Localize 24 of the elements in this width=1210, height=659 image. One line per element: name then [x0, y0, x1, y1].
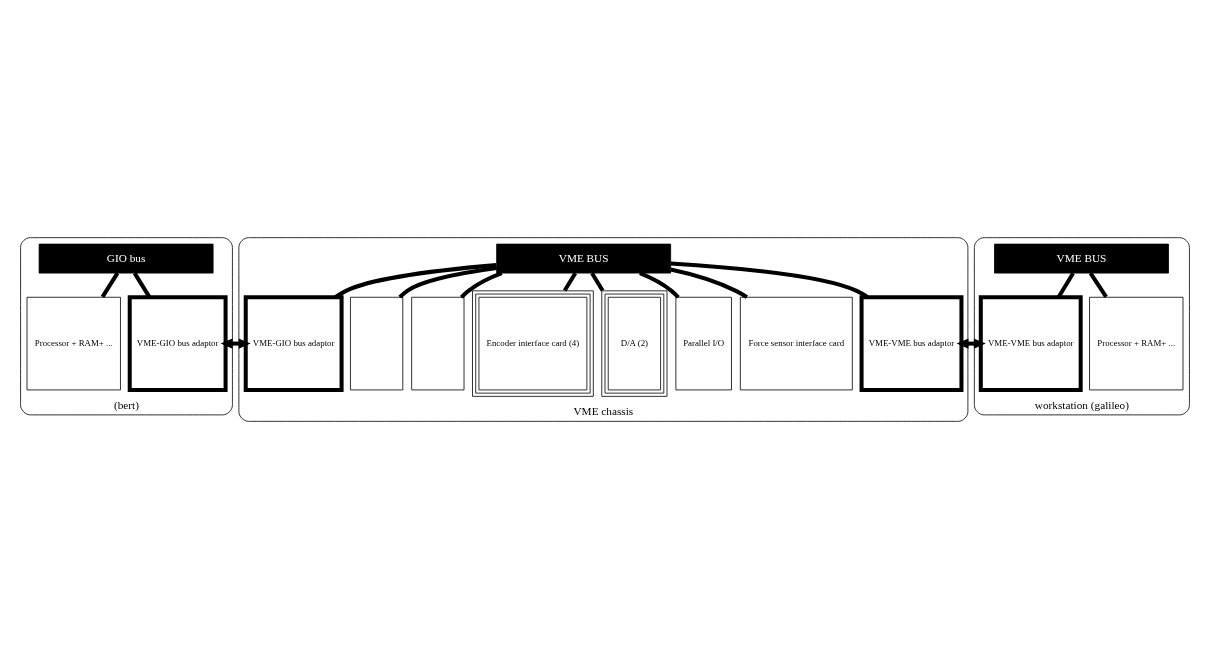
connector	[590, 272, 605, 292]
node-box: Processor + RAM+ ...	[26, 296, 121, 391]
connector	[563, 272, 577, 292]
connector	[1056, 272, 1075, 298]
node-box: VME-VME bus adaptor	[978, 295, 1083, 392]
connector	[398, 266, 497, 299]
node-box: Force sensor interface card	[739, 296, 853, 391]
node-box: GIO bus	[38, 243, 214, 274]
connector	[670, 261, 869, 299]
connector	[334, 263, 497, 299]
node-box	[350, 296, 404, 391]
node-box: Parallel I/O	[675, 296, 732, 391]
connector	[100, 272, 120, 298]
node-box: Processor + RAM+ ...	[1089, 296, 1184, 391]
node-box: VME-GIO bus adaptor	[243, 295, 344, 392]
connector	[639, 271, 680, 299]
node-box	[411, 296, 465, 391]
connector	[1088, 272, 1108, 299]
connector	[460, 271, 503, 299]
node-box: VME BUS	[496, 243, 672, 274]
connector	[132, 272, 151, 298]
node-box: VME-GIO bus adaptor	[127, 295, 228, 392]
node-box: VME-VME bus adaptor	[859, 295, 964, 392]
node-box: VME BUS	[994, 243, 1169, 274]
